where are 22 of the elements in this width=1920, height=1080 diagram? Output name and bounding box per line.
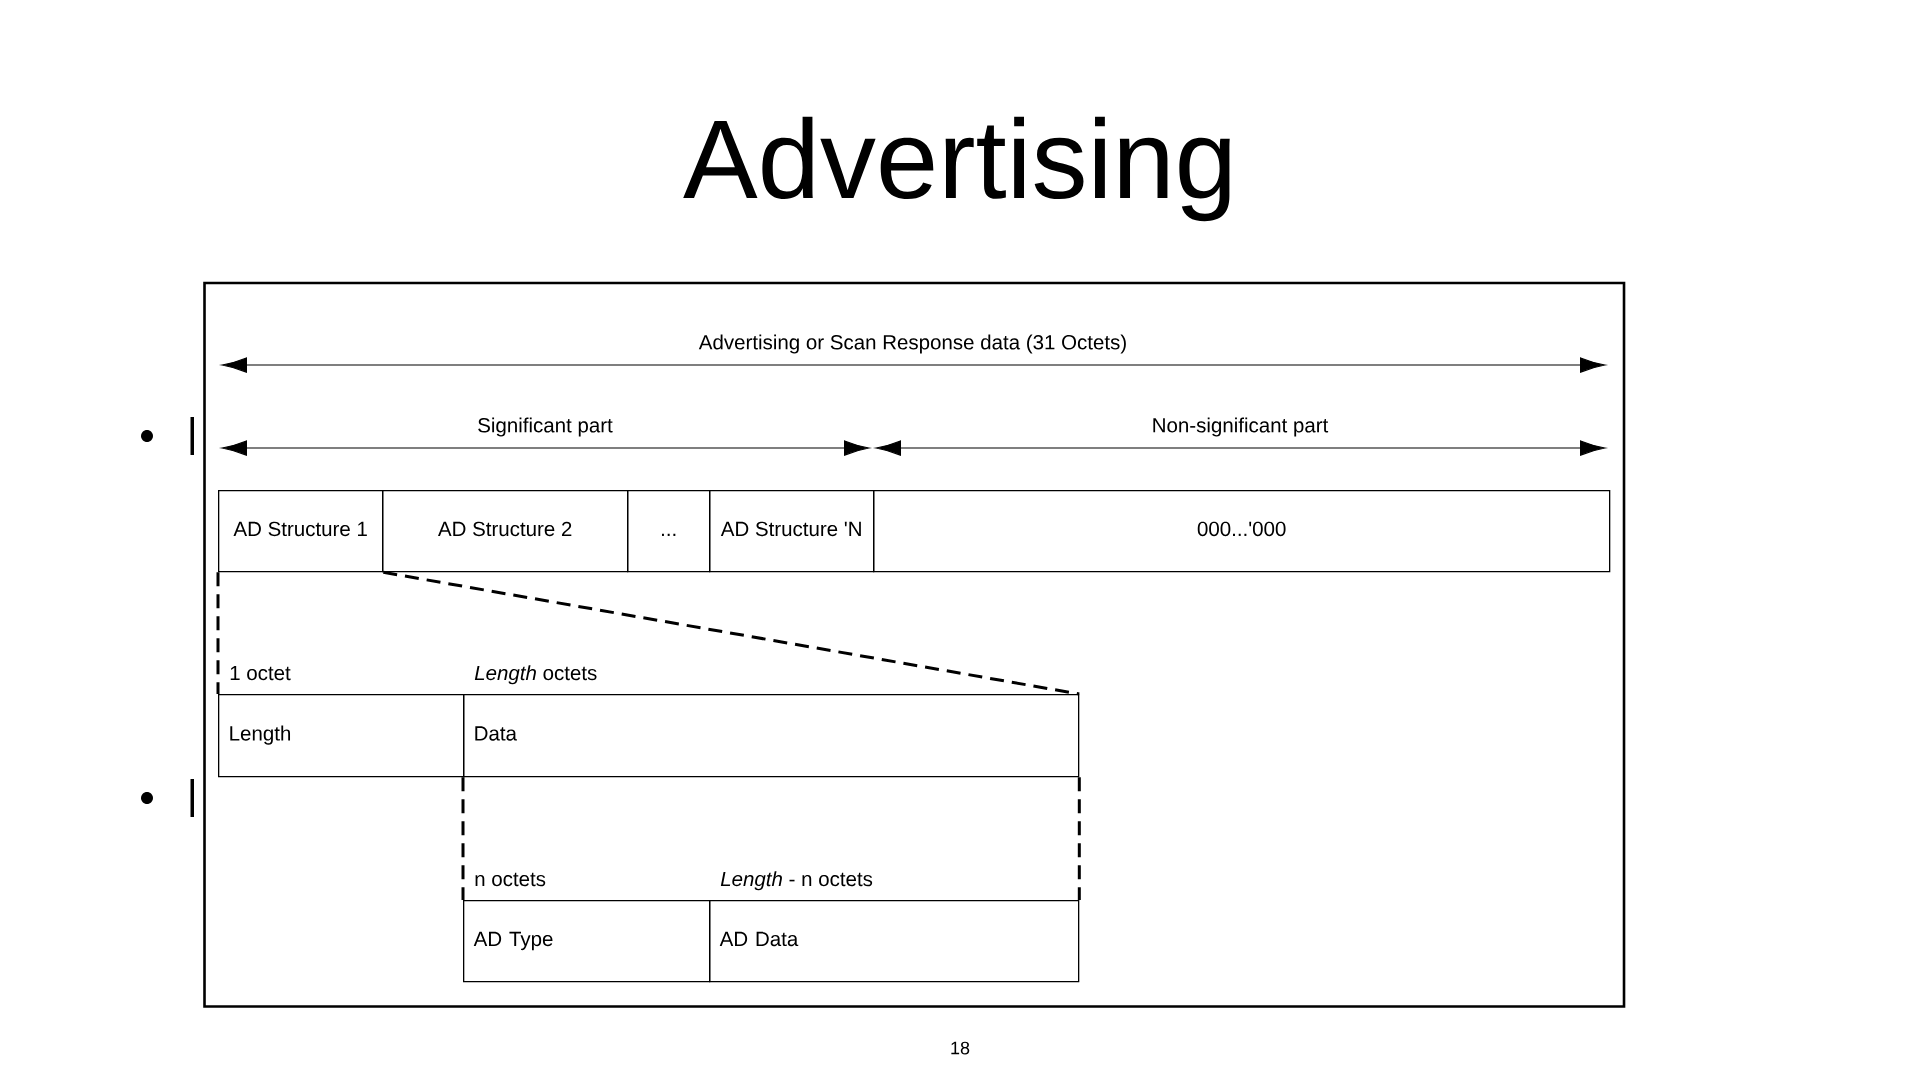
field-box: AD Type [463, 900, 711, 983]
field-size-label: n octets [475, 872, 546, 887]
zoom-line [461, 777, 465, 900]
dimension-label: Non-significant part [1153, 417, 1329, 437]
slide-title: Advertising [683, 116, 1230, 222]
dimension-label: Advertising or Scan Response data (31 Octets) [698, 334, 1126, 354]
zoom-line [216, 572, 220, 694]
field-box: AD Structure 'N [709, 490, 875, 573]
field-box: 000...'000 [873, 490, 1611, 573]
field-box: ... [627, 490, 711, 573]
field-box: AD Data [709, 900, 1080, 983]
field-box: Data [463, 694, 1080, 778]
field-size-label: Length - n octets [720, 871, 873, 891]
field-box: AD Structure 1 [218, 490, 384, 573]
zoom-line [1077, 777, 1081, 900]
field-box: AD Structure 2 [382, 490, 629, 573]
field-size-label: 1 octet [230, 665, 291, 681]
field-box: Length [218, 694, 465, 778]
dimension-label: Significant part [478, 417, 613, 437]
page-number: 18 [951, 1041, 970, 1055]
field-size-label: Length octets [474, 665, 597, 685]
zoom-line [383, 570, 1080, 696]
